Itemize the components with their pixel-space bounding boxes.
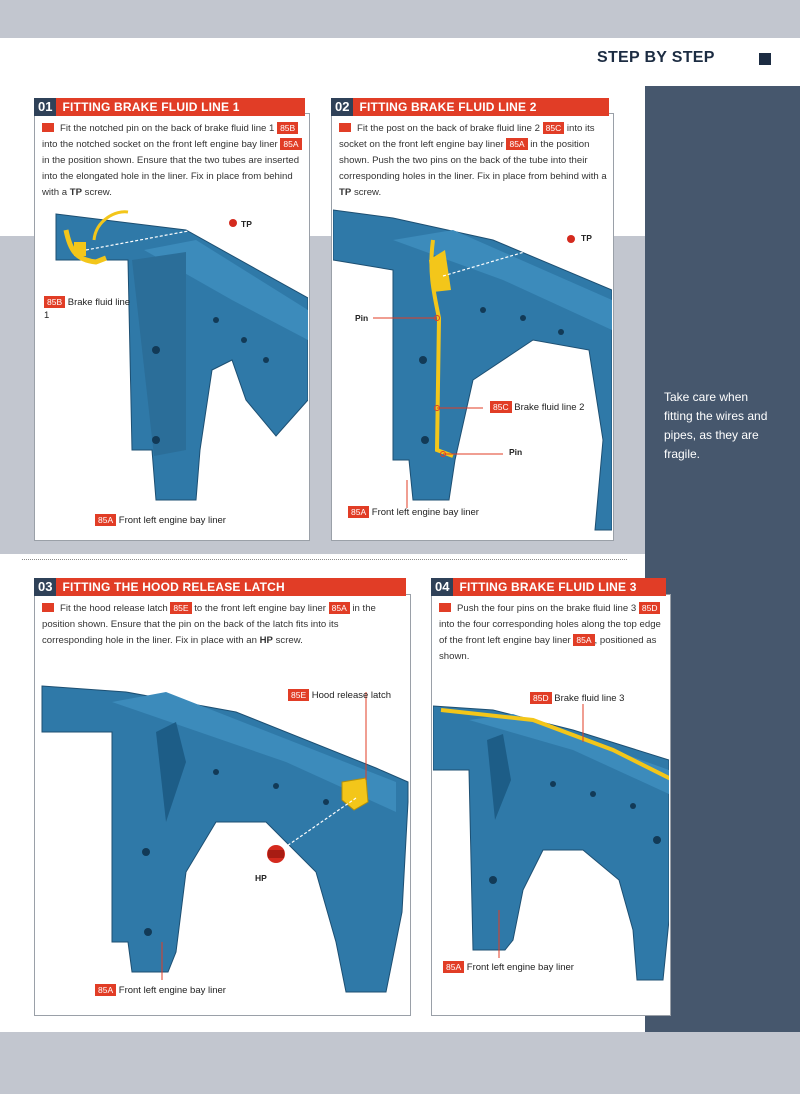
- step-number: 03: [34, 578, 57, 596]
- part-callout: 85B Brake fluid line 1: [44, 296, 131, 321]
- header-square-icon: [759, 53, 771, 65]
- part-tag: 85A: [95, 514, 117, 526]
- bottom-band: [0, 1032, 800, 1094]
- screw-code: HP: [259, 635, 273, 646]
- part-callout: 85C Brake fluid line 2: [490, 401, 584, 414]
- step-number: 02: [331, 98, 354, 116]
- liner-callout: 85A Front left engine bay liner: [95, 984, 226, 997]
- step-title: FITTING BRAKE FLUID LINE 1: [56, 98, 306, 116]
- bullet-icon: [42, 603, 54, 612]
- pin-label-bottom: Pin: [509, 447, 523, 457]
- screw-code: TP: [339, 187, 352, 198]
- part-tag: 85C: [490, 401, 512, 413]
- part-tag: 85A: [95, 984, 117, 996]
- bullet-icon: [439, 603, 451, 612]
- pin-label-top: Pin: [355, 313, 369, 323]
- step-title: FITTING BRAKE FLUID LINE 2: [353, 98, 610, 116]
- part-tag: 85D: [530, 692, 552, 704]
- step-02-illustration: [333, 209, 612, 531]
- step-number: 01: [34, 98, 57, 116]
- step-03-illustration: [41, 685, 409, 993]
- header-strip: [0, 38, 800, 86]
- step-04-illustration: [433, 704, 669, 981]
- part-tag: 85E: [288, 689, 310, 701]
- step-02-instructions: Fit the post on the back of brake fluid …: [339, 122, 607, 198]
- part-tag: 85A: [443, 961, 465, 973]
- part-tag: 85C: [542, 122, 565, 134]
- liner-callout: 85A Front left engine bay liner: [443, 961, 574, 974]
- hp-label: HP: [255, 873, 267, 883]
- part-tag: 85B: [44, 296, 66, 308]
- part-tag: 85A: [348, 506, 370, 518]
- screw-code: TP: [69, 187, 82, 198]
- part-tag: 85A: [280, 138, 302, 150]
- tp-label: TP: [581, 233, 592, 243]
- part-callout: 85E Hood release latch: [288, 689, 391, 702]
- section-divider: [22, 559, 627, 560]
- step-number: 04: [431, 578, 454, 596]
- step-03-instructions: Fit the hood release latch 85E to the fr…: [42, 602, 376, 646]
- page-title: STEP BY STEP: [597, 49, 715, 66]
- part-tag: 85A: [573, 634, 595, 646]
- tp-label: TP: [241, 219, 252, 229]
- step-04-instructions: Push the four pins on the brake fluid li…: [439, 602, 661, 662]
- step-03-header: 03 FITTING THE HOOD RELEASE LATCH: [34, 578, 407, 596]
- top-band: [0, 0, 800, 38]
- part-tag: 85E: [170, 602, 192, 614]
- liner-callout: 85A Front left engine bay liner: [348, 506, 479, 519]
- part-tag: 85A: [328, 602, 350, 614]
- side-note: Take care when fitting the wires and pip…: [664, 390, 768, 461]
- step-title: FITTING THE HOOD RELEASE LATCH: [56, 578, 407, 596]
- bullet-icon: [42, 123, 54, 132]
- bullet-icon: [339, 123, 351, 132]
- step-02-header: 02 FITTING BRAKE FLUID LINE 2: [331, 98, 610, 116]
- part-tag: 85A: [506, 138, 528, 150]
- part-tag: 85B: [277, 122, 299, 134]
- part-callout: 85D Brake fluid line 3: [530, 692, 624, 705]
- part-tag: 85D: [638, 602, 661, 614]
- step-04-header: 04 FITTING BRAKE FLUID LINE 3: [431, 578, 667, 596]
- step-01-instructions: Fit the notched pin on the back of brake…: [42, 121, 302, 201]
- liner-callout: 85A Front left engine bay liner: [95, 514, 226, 527]
- step-title: FITTING BRAKE FLUID LINE 3: [453, 578, 667, 596]
- step-01-header: 01 FITTING BRAKE FLUID LINE 1: [34, 98, 306, 116]
- step-01-illustration: [55, 210, 308, 501]
